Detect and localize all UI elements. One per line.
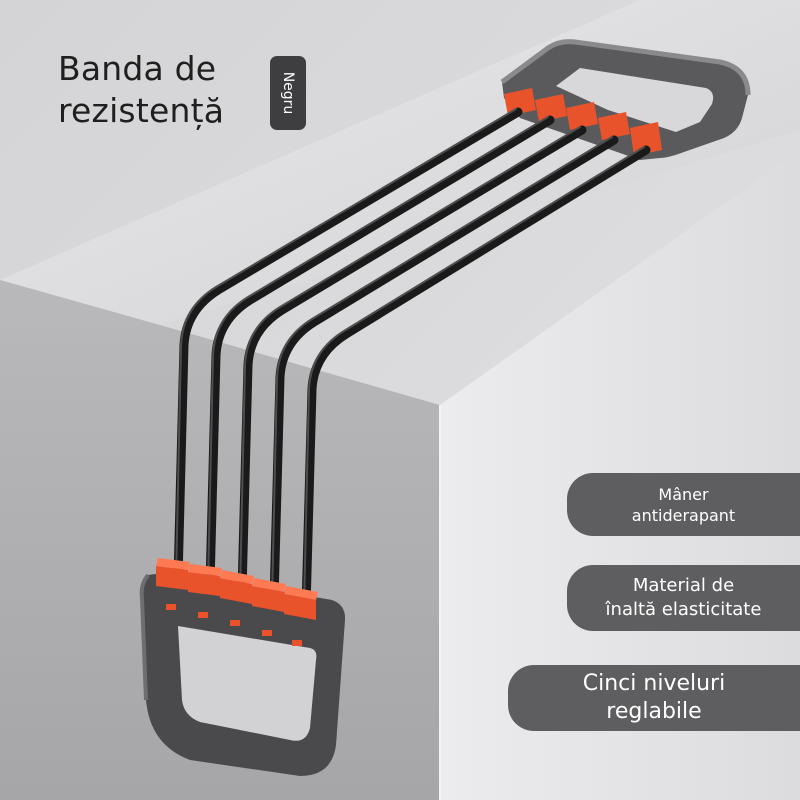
product-title-line-1: Banda de	[58, 49, 217, 88]
product-title-line-2: rezistență	[58, 91, 225, 130]
bottom-studs	[166, 604, 302, 646]
feature-line: antiderapant	[631, 505, 736, 525]
feature-line: Material de	[632, 575, 735, 596]
feature-line: Mâner	[658, 484, 709, 504]
feature-line: înaltă elasticitate	[605, 599, 762, 620]
color-tag-label: Negru	[280, 71, 296, 115]
feature-badge-elasticity: Material de înaltă elasticitate	[567, 565, 800, 631]
color-tag: Negru	[270, 56, 306, 130]
feature-line: Cinci niveluri	[582, 671, 726, 696]
feature-line: reglabile	[606, 699, 702, 724]
bottom-sliders	[156, 558, 318, 620]
spring-highlights	[175, 108, 645, 609]
product-title: Banda de rezistență	[58, 48, 224, 132]
bottom-handle	[139, 572, 346, 776]
springs	[173, 107, 651, 613]
top-sliders	[504, 88, 662, 156]
feature-badge-grip: Mâner antiderapant	[567, 473, 800, 536]
top-handle	[500, 39, 751, 160]
feature-badge-levels: Cinci niveluri reglabile	[508, 665, 800, 731]
